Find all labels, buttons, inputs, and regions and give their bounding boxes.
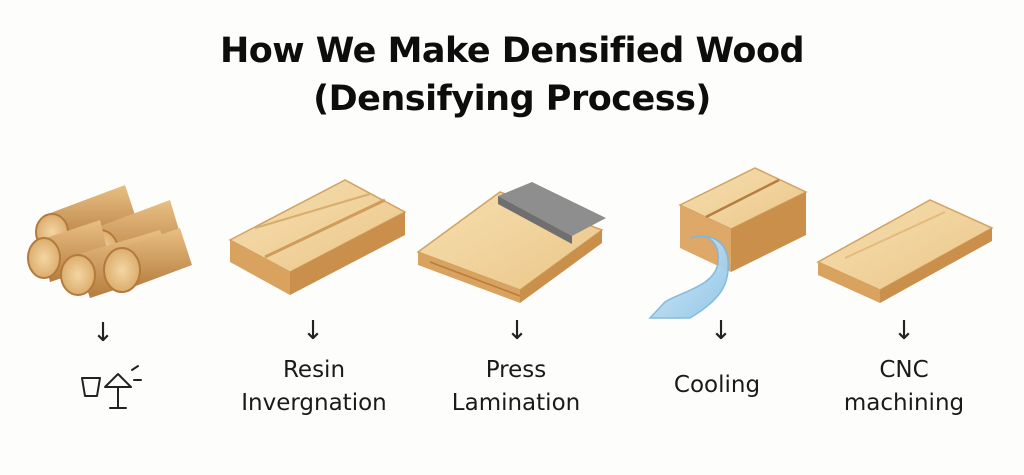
step-3-label-line-2: Lamination xyxy=(451,390,581,416)
step-3-label-line-1: Press xyxy=(485,357,547,383)
step-2-label: Resin Invergnation xyxy=(214,354,414,420)
title-line-2: (Densifying Process) xyxy=(313,79,711,119)
press-plate-icon xyxy=(416,182,606,303)
cooling-block-icon xyxy=(648,167,808,319)
step-2-label-line-1: Resin xyxy=(282,357,346,383)
step-3-label: Press Lamination xyxy=(416,354,616,420)
step-2-arrow: ↓ xyxy=(302,316,324,346)
resin-boards-icon xyxy=(228,179,407,295)
step-4-arrow: ↓ xyxy=(710,316,732,346)
step-4-label-line-1: Cooling xyxy=(673,372,761,398)
title-line-1: How We Make Densified Wood xyxy=(219,31,805,71)
step-5-arrow: ↓ xyxy=(893,316,915,346)
step-3-arrow: ↓ xyxy=(506,316,528,346)
wood-logs-icon xyxy=(27,185,192,298)
tree-and-bucket-icon xyxy=(81,365,142,409)
step-5-label-line-2: machining xyxy=(843,390,965,416)
step-4-label: Cooling xyxy=(617,369,817,402)
step-5-label-line-1: CNC xyxy=(879,357,929,383)
step-1-arrow: ↓ xyxy=(92,318,114,348)
log xyxy=(103,228,192,293)
cnc-board-icon xyxy=(816,199,994,303)
step-5-label: CNC machining xyxy=(804,354,1004,420)
step-2-label-line-2: Invergnation xyxy=(241,390,387,416)
